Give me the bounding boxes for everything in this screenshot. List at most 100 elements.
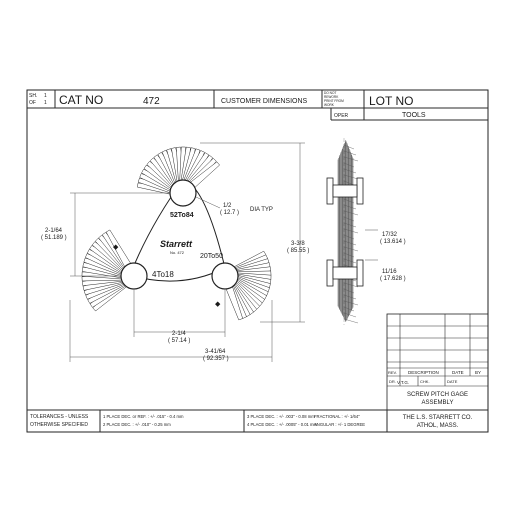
dim-hole-mm: ( 12.7 ): [220, 210, 239, 216]
dim-hole: 1/2: [223, 203, 232, 209]
side-blade-edge: [343, 300, 359, 306]
side-blade-edge: [343, 306, 355, 312]
gage-front-view: 52To84 Starrett No. 472 4To18 20To50 ◆ ◆: [81, 146, 272, 321]
hole-left: [120, 262, 148, 290]
dim-side2: 11/16: [382, 269, 397, 275]
company-location: ATHOL, MASS.: [417, 423, 459, 429]
gage-side-view: 17/32 ( 13.614 ) 11/16 ( 17.628 ): [326, 138, 406, 325]
side-blade-edge: [343, 246, 359, 252]
dim-side2-mm: ( 17.628 ): [380, 276, 406, 282]
dim-height: 3-3/8: [291, 241, 305, 247]
oper-label: OPER: [334, 113, 349, 119]
drawing-title-2: ASSEMBLY: [422, 400, 454, 406]
tol-angular: ANGULAR : +/- 1 DEGREE: [314, 422, 365, 427]
of-label: OF: [29, 100, 36, 106]
side-blade-edge: [343, 204, 357, 210]
dim-width-mm: ( 92.357 ): [203, 356, 229, 362]
side-blade-edge: [343, 198, 355, 204]
footer-block: TOLERANCES - UNLESS OTHERWISE SPECIFIED …: [27, 409, 488, 432]
label-52to84: 52To84: [170, 212, 194, 219]
date-label: DATE: [452, 370, 464, 375]
hole-top: [169, 179, 197, 207]
blade-fan-right: [224, 250, 272, 321]
otherwise-text: OTHERWISE SPECIFIED: [30, 422, 88, 428]
gage-body: [129, 179, 226, 282]
side-blade-edge: [343, 180, 355, 186]
by-label: BY: [475, 370, 481, 375]
do-not-rework-4: WORK: [324, 103, 335, 107]
customer-dimensions: CUSTOMER DIMENSIONS: [221, 98, 308, 105]
side-blade-edge: [343, 222, 357, 228]
side-blade-edge: [343, 288, 355, 294]
dim-left: 2-1/64: [45, 228, 63, 234]
side-blade-edge: [343, 240, 357, 246]
side-blade-edge: [343, 318, 359, 324]
diamond-mark-left: ◆: [113, 244, 119, 251]
side-blade-edge: [343, 168, 357, 174]
side-hub-bottom-body: [332, 266, 358, 280]
side-hub-bottom-right: [356, 259, 364, 287]
dim-span: 2-1/4: [172, 331, 186, 337]
lot-no-label: LOT NO: [369, 94, 413, 108]
dim-side1: 17/32: [382, 232, 398, 238]
revision-block: REV. DESCRIPTION DATE BY DR. V.T.G. CHK.…: [386, 313, 489, 411]
side-blade-edge: [343, 282, 359, 288]
drawing-title-1: SCREW PITCH GAGE: [407, 392, 468, 398]
side-hub-top-right: [356, 177, 364, 205]
do-not-rework-3: PRINT FROM: [324, 99, 344, 103]
side-blade-edge: [343, 294, 357, 300]
of-num: 1: [44, 100, 47, 106]
tol-four-place: 4 PLACE DEC. : +/- .0005" - 0.01 mm: [247, 422, 318, 427]
title-block: SH. 1 OF 1 CAT NO 472 CUSTOMER DIMENSION…: [27, 90, 488, 121]
label-4to18: 4To18: [152, 270, 174, 279]
side-blade-edge: [343, 216, 355, 222]
dim-height-mm: ( 85.55 ): [287, 248, 309, 254]
diamond-mark-right: ◆: [215, 301, 221, 308]
cat-no-label: CAT NO: [59, 93, 103, 107]
sheet-label: SH.: [29, 93, 37, 99]
label-starrett: Starrett: [160, 239, 193, 249]
sheet-num: 1: [44, 93, 47, 99]
dim-side1-mm: ( 13.614 ): [380, 239, 406, 245]
dia-typ: DIA TYP: [250, 207, 273, 213]
side-hub-bottom-left: [326, 259, 334, 287]
tol-fractional: FRACTIONAL : +/- 1/64": [314, 414, 360, 419]
label-20to50: 20To50: [200, 253, 223, 260]
do-not-rework-2: REWORK: [324, 95, 339, 99]
rev-label: REV.: [388, 370, 397, 375]
side-blade-edge: [343, 258, 357, 264]
dim-width: 3-41/64: [205, 349, 226, 355]
hole-leader: [195, 196, 221, 209]
side-blade-edge: [343, 174, 359, 180]
side-blade-edge: [343, 228, 359, 234]
label-no472: No. 472: [170, 250, 185, 255]
chk-label: CHK.: [420, 379, 430, 384]
side-blade-edge: [343, 162, 355, 168]
description-label: DESCRIPTION: [408, 370, 439, 375]
side-hub-top-left: [326, 177, 334, 205]
do-not-rework-1: DO NOT: [324, 91, 336, 95]
blade-fan-top: [137, 146, 220, 196]
dr-label: DR.: [389, 379, 396, 384]
side-blade-edge: [343, 312, 357, 318]
dim-span-mm: ( 57.14 ): [168, 338, 190, 344]
cat-no-value: 472: [143, 96, 160, 107]
tolerances-text: TOLERANCES - UNLESS: [30, 414, 89, 420]
dr-value: V.T.G.: [397, 380, 409, 385]
tol-three-place: 3 PLACE DEC. : +/- .003" - 0.08 mm: [247, 414, 315, 419]
tol-two-place: 2 PLACE DEC. : +/- .010" - 0.25 mm: [103, 422, 171, 427]
hole-right: [211, 262, 239, 290]
front-dimensions: 1/2 ( 12.7 ) DIA TYP 2-1/64 ( 51.189 ) 3…: [41, 142, 309, 362]
side-blade-edge: [343, 150, 357, 156]
dim-left-mm: ( 51.189 ): [41, 235, 67, 241]
side-blade-edge: [343, 156, 359, 162]
blade-fan-left: [81, 229, 133, 312]
side-blade-edge: [343, 144, 355, 150]
side-blade-edge: [343, 210, 359, 216]
company-name: THE L.S. STARRETT CO.: [403, 415, 473, 421]
date2-label: DATE: [447, 379, 458, 384]
side-blade-edge: [343, 252, 355, 258]
side-blade-edge: [343, 234, 355, 240]
tol-one-place: 1 PLACE DEC. or REF. : +/- .015" - 0.4 m…: [103, 414, 184, 419]
